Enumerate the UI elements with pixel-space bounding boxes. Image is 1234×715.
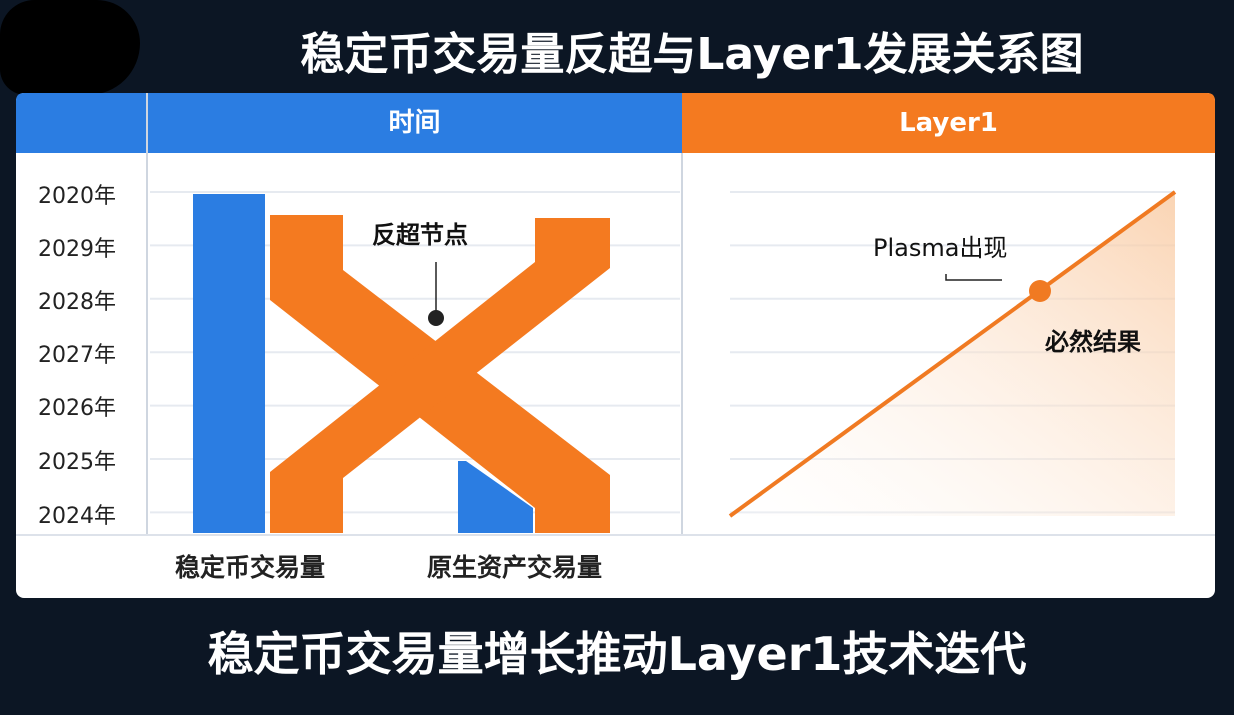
plasma-marker — [1029, 280, 1051, 302]
subtitle: 稳定币交易量增长推动Layer1技术迭代 — [207, 627, 1027, 681]
y-tick-label: 2020年 — [38, 184, 116, 209]
redaction-blot — [0, 0, 140, 95]
crossover-point — [428, 310, 444, 326]
y-tick-label: 2028年 — [38, 290, 116, 315]
header-band-layer1 — [682, 93, 1215, 153]
y-tick-label: 2027年 — [38, 343, 116, 368]
y-tick-label: 2024年 — [38, 504, 116, 529]
header-band-time — [16, 93, 682, 153]
header-time: 时间 — [388, 108, 441, 138]
crossover-label: 反超节点 — [372, 221, 468, 249]
header-layer1: Layer1 — [899, 108, 998, 138]
bar-native-asset — [458, 461, 533, 533]
y-tick-label: 2026年 — [38, 396, 116, 421]
layer1-line — [728, 190, 1177, 518]
bar-stablecoin — [193, 194, 265, 533]
main-title: 稳定币交易量反超与Layer1发展关系图 — [300, 29, 1084, 80]
y-tick-label: 2025年 — [38, 450, 116, 475]
y-tick-label: 2029年 — [38, 237, 116, 262]
category-label-stablecoin: 稳定币交易量 — [175, 553, 326, 582]
inevitable-result-label: 必然结果 — [1045, 328, 1141, 356]
native-falling-arm — [270, 218, 610, 533]
plasma-label: Plasma出现 — [873, 234, 1008, 262]
plasma-leader-line — [945, 274, 1002, 281]
category-label-native: 原生资产交易量 — [427, 553, 603, 582]
